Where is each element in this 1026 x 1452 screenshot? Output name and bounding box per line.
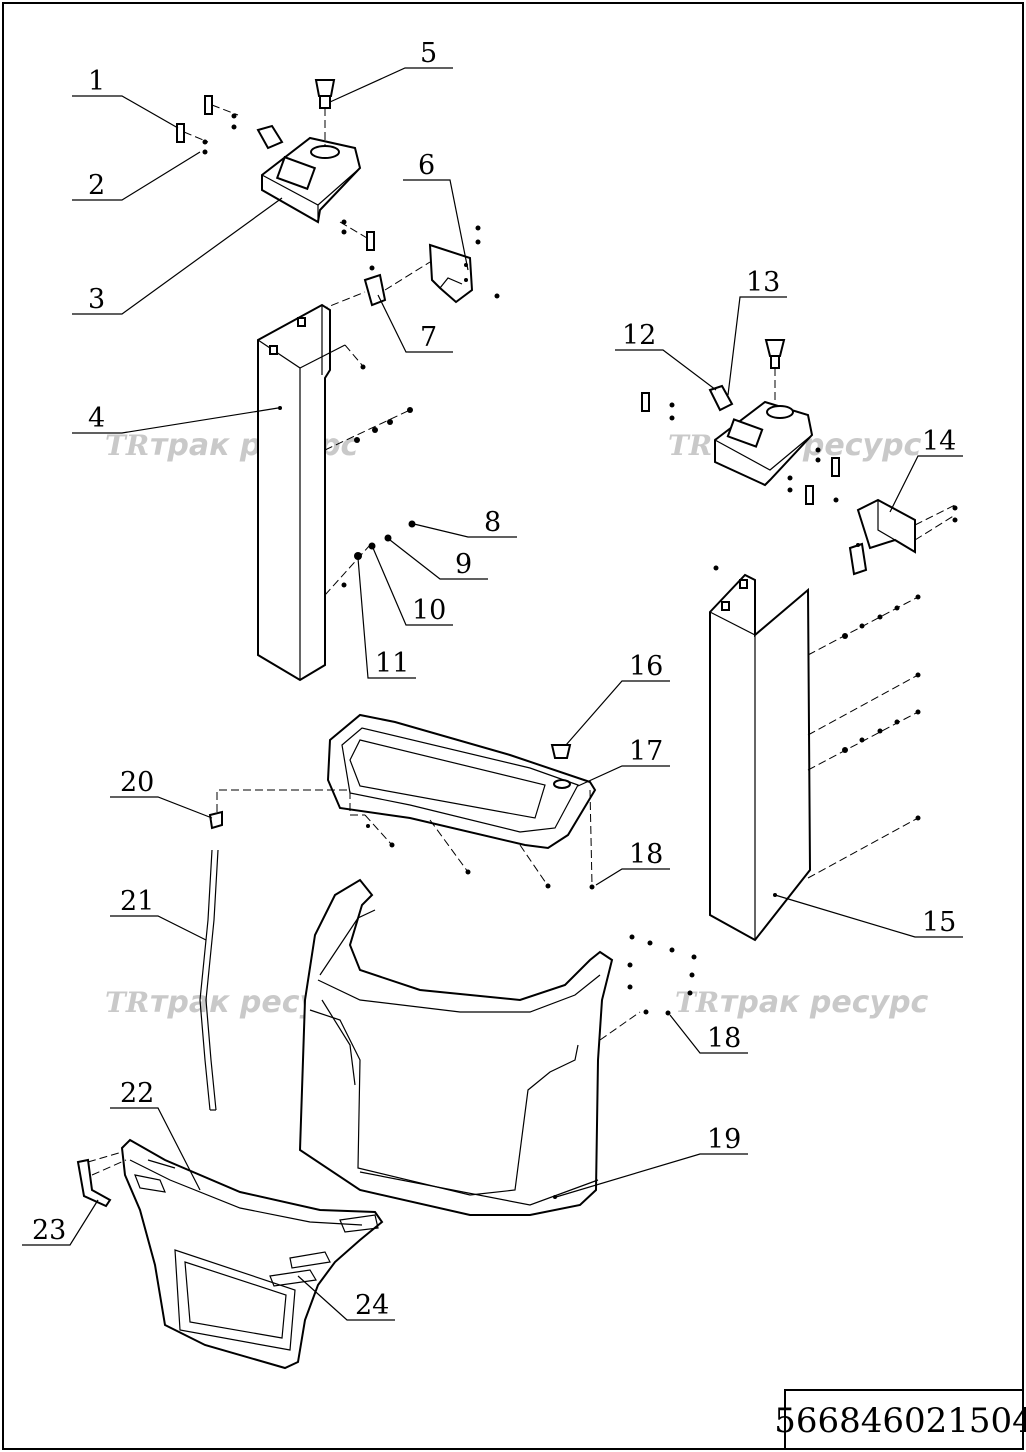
callout-14: 14 — [922, 426, 956, 457]
callout-11: 11 — [375, 648, 409, 679]
callout-9: 9 — [455, 549, 472, 580]
watermark-text: трак ресурс — [720, 985, 929, 1020]
callout-18-lower: 18 — [707, 1023, 741, 1054]
callout-22: 22 — [120, 1078, 154, 1109]
left-bracket-6 — [428, 225, 500, 304]
leader-lines — [22, 67, 963, 1321]
left-control-box — [256, 124, 362, 224]
callout-24: 24 — [355, 1290, 389, 1321]
callout-2: 2 — [88, 170, 105, 201]
left-column-4 — [257, 303, 411, 682]
callout-16: 16 — [629, 651, 663, 682]
callout-4: 4 — [88, 403, 105, 434]
drawing-number-box: 566846021504 — [774, 1389, 1026, 1450]
callout-5: 5 — [420, 38, 437, 69]
callout-8: 8 — [484, 507, 501, 538]
watermark-logo: TR — [105, 986, 149, 1019]
callout-15: 15 — [922, 907, 956, 938]
callout-20: 20 — [120, 767, 154, 798]
callout-13: 13 — [746, 267, 780, 298]
watermark-logo: TR — [675, 986, 719, 1019]
callout-10: 10 — [412, 595, 446, 626]
knob-16 — [550, 744, 572, 789]
right-brackets — [641, 392, 840, 505]
watermark-text: трак ресурс — [150, 428, 359, 463]
callout-18: 18 — [629, 839, 663, 870]
callout-1: 1 — [88, 66, 105, 97]
callout-7: 7 — [420, 322, 437, 353]
clip-20 — [208, 789, 365, 830]
right-control-box — [708, 384, 814, 487]
callout-17: 17 — [629, 736, 663, 767]
watermark-4: TR трак ресурс — [675, 985, 929, 1020]
left-bracket-7 — [319, 261, 431, 311]
right-knob — [764, 339, 786, 402]
callout-6: 6 — [418, 150, 435, 181]
callout-23: 23 — [32, 1215, 66, 1246]
left-column-hardware — [341, 364, 416, 588]
right-bracket-14 — [848, 498, 958, 576]
callouts: 1 2 3 4 5 6 7 8 9 10 11 12 13 14 15 16 1… — [32, 38, 956, 1321]
lower-panel-24 — [120, 1138, 384, 1370]
tray-17 — [326, 713, 597, 890]
watermark-logo: TR — [105, 429, 149, 462]
right-column-15 — [709, 565, 921, 942]
callout-12: 12 — [622, 320, 656, 351]
drawing-number: 566846021504 — [774, 1401, 1026, 1441]
watermark-logo: TR — [668, 429, 712, 462]
callout-19: 19 — [707, 1124, 741, 1155]
hose-21 — [199, 849, 219, 1111]
front-panel-19 — [298, 878, 697, 1216]
bracket-23 — [76, 1151, 127, 1208]
callout-21: 21 — [120, 886, 154, 917]
left-brackets — [176, 95, 375, 251]
callout-3: 3 — [88, 284, 105, 315]
left-knob-5 — [314, 79, 336, 109]
